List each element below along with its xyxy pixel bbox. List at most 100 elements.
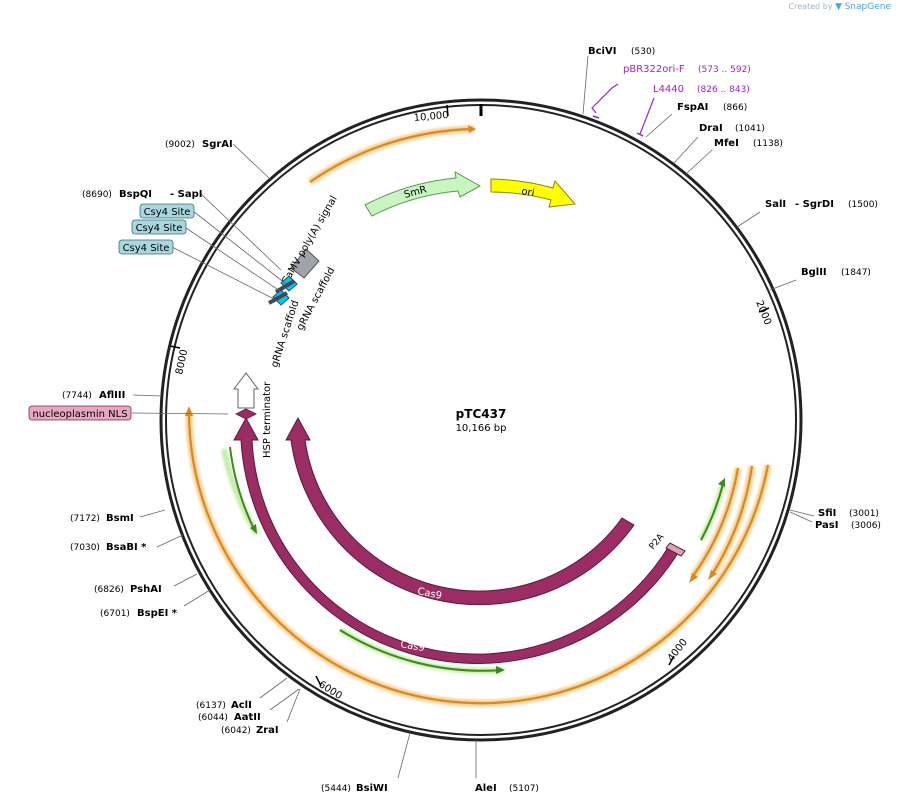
leader-sfii: [789, 509, 815, 517]
leader-acli: [259, 677, 288, 699]
site-bcivi-name: BciVI: [588, 46, 616, 57]
csy4-box-1: [139, 203, 195, 219]
site-sapi-name: - SapI: [170, 189, 202, 200]
primer-pbr322ori-f-tick: [592, 115, 600, 119]
site-bspqi-pos: (8690): [82, 190, 112, 200]
site-bcivi-pos: (530): [631, 47, 655, 57]
orf-top: [309, 127, 475, 183]
leader-pasi: [789, 511, 813, 523]
primer-pbr322ori-f-mark: [591, 83, 619, 114]
orf-right1-arrowhead: [708, 570, 717, 580]
csy4-box-2: [131, 219, 187, 235]
csy4-box-2-label: Csy4 Site: [136, 223, 183, 234]
leader-mfei: [685, 149, 713, 175]
leader-sgrai: [232, 143, 271, 180]
site-bsiwi-name: BsiWI: [356, 783, 388, 794]
p2a-label: P2A: [648, 532, 667, 552]
credit-brand: SnapGene: [844, 2, 891, 12]
site-bsiwi-pos: (5444): [321, 784, 351, 794]
primer-l4440-range: (826 .. 843): [697, 85, 750, 95]
site-bspqi-name: BspQI: [119, 189, 152, 200]
leader-zrai: [286, 688, 301, 723]
site-bglii-name: BglII: [801, 267, 827, 278]
orf-right-green: [700, 483, 724, 541]
site-bspei-name: BspEI *: [137, 608, 178, 619]
leader-drai: [673, 136, 699, 164]
cas9-outer-label: Cas9: [399, 639, 425, 654]
orf-outer-arrowhead: [185, 406, 193, 416]
site-sali-pos: (1500): [848, 200, 878, 210]
site-mfei-pos: (1138): [753, 139, 783, 149]
grna-scaffold-label-2: gRNA scaffold: [269, 299, 301, 369]
site-drai-pos: (1041): [735, 124, 765, 134]
leader-afliii: [132, 394, 162, 397]
orf-left-green: [229, 446, 255, 530]
site-zrai-name: ZraI: [256, 725, 279, 736]
site-alei-name: AleI: [475, 783, 497, 794]
plasmid-length: 10,166 bp: [456, 423, 507, 434]
primer-pbr322ori-f-name: pBR322ori-F: [623, 64, 685, 75]
nls-box: [28, 405, 132, 421]
site-bsabi-pos: (7030): [70, 543, 100, 553]
site-aatii-name: AatII: [234, 712, 261, 723]
leader-nls: [131, 412, 229, 415]
leader-fspai: [645, 113, 673, 138]
site-afliii-name: AflIII: [99, 390, 125, 401]
backbone-outer-strand: [159, 98, 803, 742]
ori-feature: [490, 178, 576, 208]
leader-bspei: [183, 589, 211, 607]
tick-label-10000: 10,000: [413, 110, 449, 124]
leader-bsabi: [156, 534, 184, 548]
camv-polya-feature: [290, 248, 320, 279]
leader-bsiwi: [397, 732, 411, 779]
primer-pbr322ori-f-range: (573 .. 592): [698, 65, 751, 75]
site-bsabi-name: BsaBI *: [106, 542, 147, 553]
site-acli-name: AclI: [231, 700, 252, 711]
orf-bottom-green-arrowhead: [496, 666, 505, 674]
orf-right2-arrowhead: [689, 573, 698, 583]
leader-csy4-1: [192, 210, 287, 285]
tick-6000: [315, 675, 322, 687]
primer-l4440-tick: [636, 132, 644, 137]
nls-box-label: nucleoplasmin NLS: [32, 409, 127, 420]
site-sgrai-pos: (9002): [165, 140, 195, 150]
leader-bspqi: [199, 192, 282, 271]
site-sgrdi-name: - SgrDI: [795, 199, 834, 210]
smr-feature: [364, 171, 482, 217]
credit-prefix: Created by: [788, 2, 833, 11]
csy4-box-1-label: Csy4 Site: [144, 207, 191, 218]
leader-bcivi: [582, 55, 589, 115]
leader-aatii: [269, 688, 300, 711]
site-fspai-pos: (866): [723, 103, 747, 113]
orf-arcs: [185, 125, 772, 707]
site-bsmi-pos: (7172): [70, 514, 100, 524]
orf-right2: [692, 467, 740, 577]
leader-csy4-2: [185, 227, 281, 292]
site-pshai-pos: (6826): [94, 585, 124, 595]
plasmid-name: pTC437: [456, 407, 507, 421]
site-zrai-pos: (6042): [221, 726, 251, 736]
site-drai-name: DraI: [699, 123, 723, 134]
hsp-terminator-label: HSP terminator: [262, 381, 273, 458]
primer-l4440-name: L4440: [653, 84, 684, 95]
grna-scaffold-2-mark: [268, 291, 288, 305]
snapgene-credit: Created by ▼ SnapGene: [789, 2, 891, 12]
csy4-box-3: [118, 239, 174, 255]
leader-csy4-3: [171, 246, 275, 300]
leader-bglii: [769, 279, 797, 291]
site-pshai-name: PshAI: [130, 584, 162, 595]
tick-label-2000: 2000: [753, 299, 773, 327]
site-fspai-name: FspAI: [677, 102, 708, 113]
tick-2000: [758, 307, 770, 313]
cas9-inner-feature: [285, 416, 635, 606]
site-mfei-name: MfeI: [714, 138, 739, 149]
csy4-box-3-label: Csy4 Site: [123, 243, 170, 254]
site-aatii-pos: (6044): [198, 713, 228, 723]
leader-bsmi: [139, 509, 166, 518]
site-bsmi-name: BsmI: [106, 513, 134, 524]
tick-10000: [446, 104, 449, 117]
site-labels: BciVI (530) FspAI (866) DraI (1041) MfeI…: [62, 46, 881, 794]
primer-l4440-mark: [639, 97, 655, 135]
leader-lines: [131, 55, 815, 779]
